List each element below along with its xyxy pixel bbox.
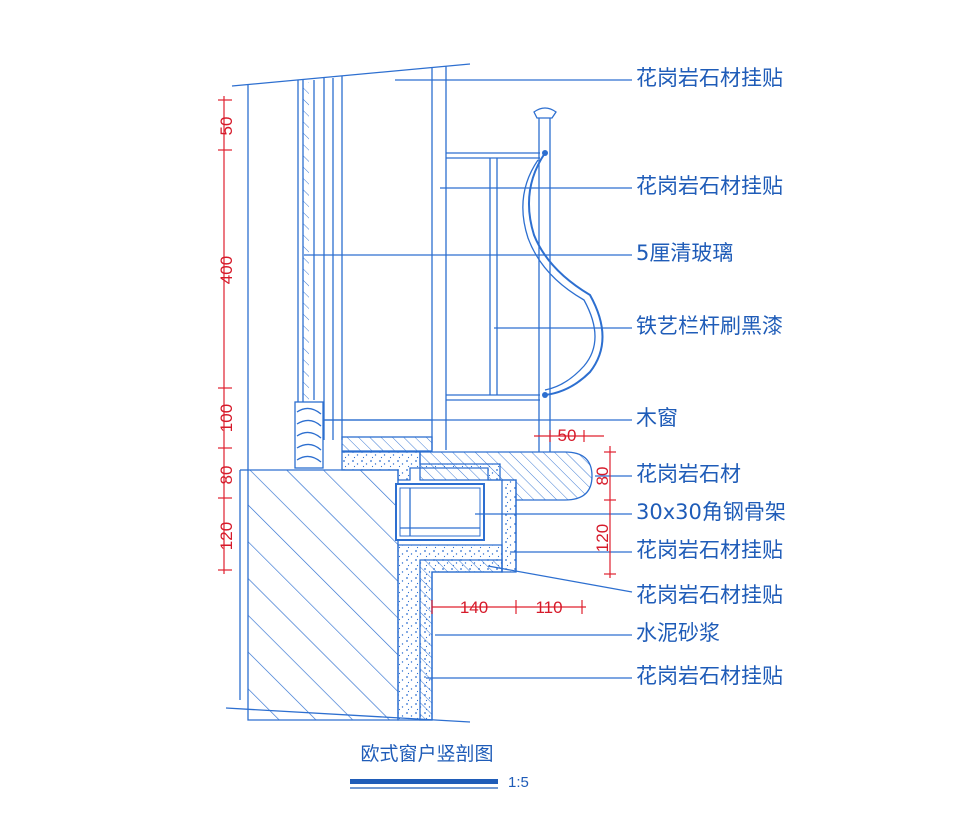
dim-bottom-140: 140 <box>460 598 488 617</box>
leader-lines <box>304 79 633 679</box>
label-granite: 花岗岩石材 <box>636 462 741 486</box>
label-steel-angle-frame: 30x30角钢骨架 <box>636 500 786 524</box>
material-labels: 花岗岩石材挂贴 花岗岩石材挂贴 5厘清玻璃 铁艺栏杆刷黑漆 木窗 花岗岩石材 3… <box>636 66 786 688</box>
label-wood-window: 木窗 <box>636 406 678 430</box>
dim-bottom-110: 110 <box>535 598 562 617</box>
label-granite-cladding-2: 花岗岩石材挂贴 <box>636 174 783 198</box>
drawing-title-block: 欧式窗户竖剖图 1:5 <box>350 743 529 791</box>
drawing-scale: 1:5 <box>508 774 529 791</box>
dimension-lines <box>218 96 616 614</box>
wall-structure <box>225 63 471 723</box>
dim-sill-width: 50 <box>558 426 577 445</box>
title-underline-thick <box>350 779 498 784</box>
dim-left-400: 400 <box>217 256 236 284</box>
stone-sill <box>341 436 593 721</box>
dimension-values: 50 400 100 80 120 50 80 120 140 110 <box>217 117 612 617</box>
dim-left-80: 80 <box>217 466 236 485</box>
drawing-title: 欧式窗户竖剖图 <box>360 743 493 765</box>
dim-left-100: 100 <box>217 404 236 432</box>
dim-left-120: 120 <box>217 522 236 550</box>
label-cement-mortar: 水泥砂浆 <box>636 621 720 645</box>
label-granite-cladding-5: 花岗岩石材挂贴 <box>636 664 783 688</box>
label-granite-cladding-3: 花岗岩石材挂贴 <box>636 538 783 562</box>
label-iron-railing: 铁艺栏杆刷黑漆 <box>636 314 783 338</box>
dim-left-50: 50 <box>217 117 236 136</box>
iron-railing <box>446 107 604 452</box>
dim-bracket-height: 120 <box>593 524 612 552</box>
label-granite-cladding-4: 花岗岩石材挂贴 <box>636 583 783 607</box>
dim-sill-height: 80 <box>593 467 612 486</box>
label-granite-cladding-1: 花岗岩石材挂贴 <box>636 66 783 90</box>
label-clear-glass: 5厘清玻璃 <box>636 241 733 265</box>
window-frame <box>294 66 447 469</box>
